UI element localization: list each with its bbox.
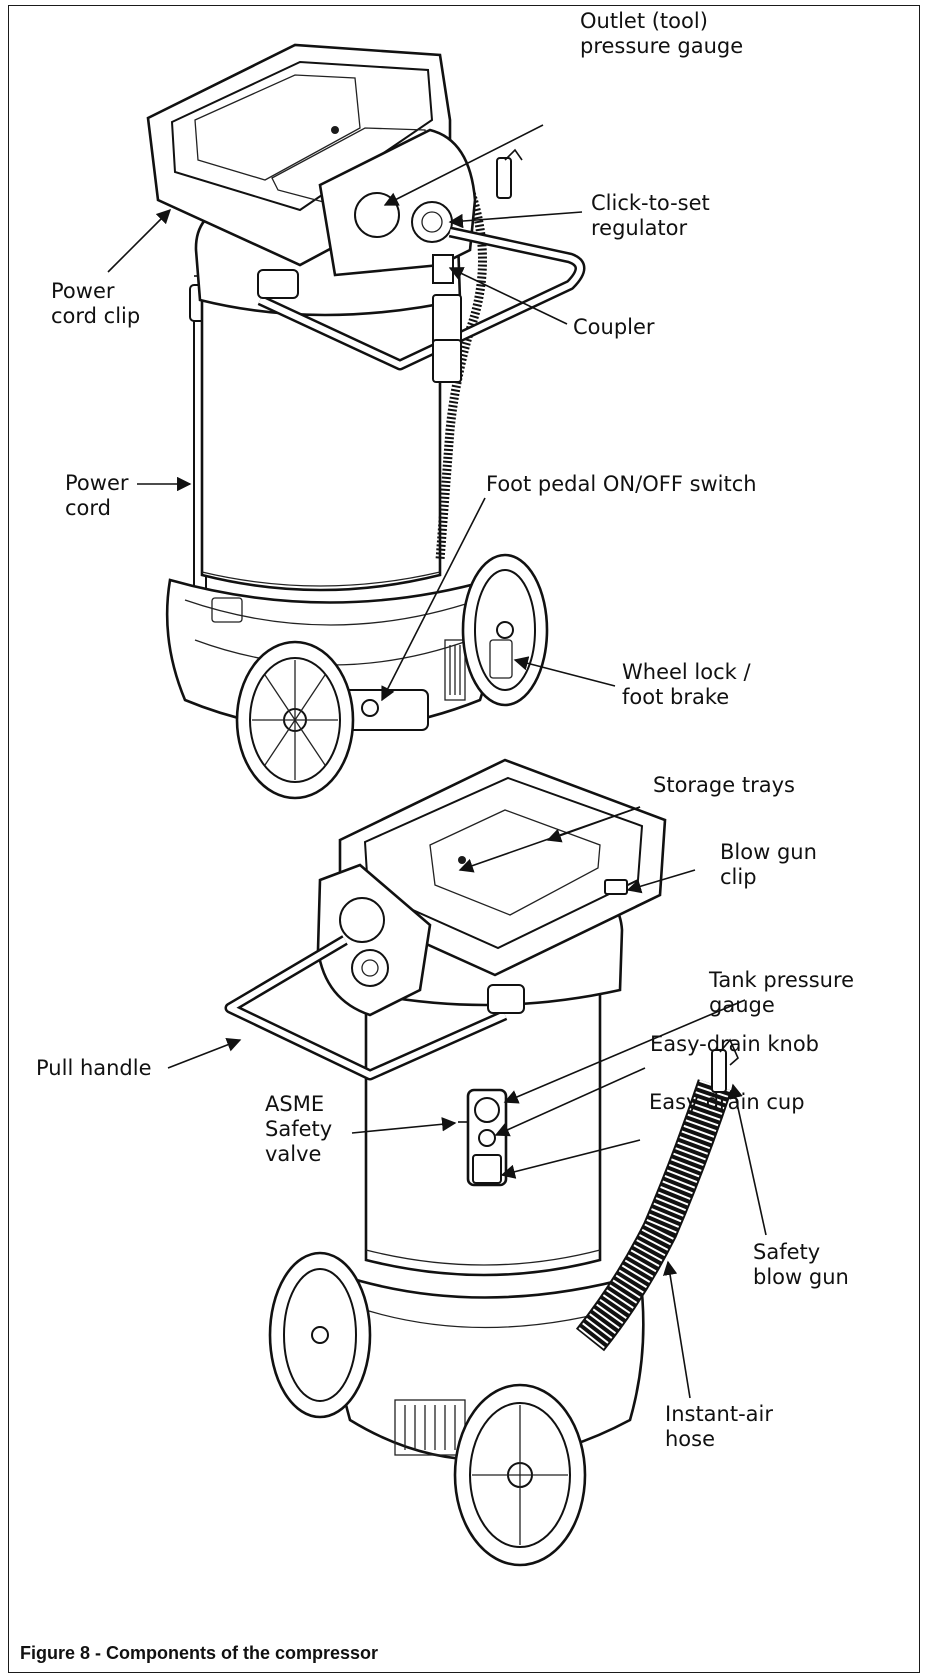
label-coupler: Coupler	[573, 315, 655, 339]
label-outlet-pressure-gauge: Outlet (tool) pressure gauge	[580, 9, 744, 58]
label-power-cord-clip: Power cord clip	[51, 279, 141, 328]
label-blow-gun-clip: Blow gun clip	[720, 840, 817, 889]
pull-handle-drawing	[224, 935, 525, 1081]
label-storage-trays: Storage trays	[653, 773, 795, 797]
figure-caption: Figure 8 - Components of the compressor	[20, 1643, 379, 1663]
handle-front	[257, 226, 586, 371]
label-wheel-lock: Wheel lock / foot brake	[622, 660, 751, 709]
label-power-cord: Power cord	[65, 471, 129, 520]
tank-body-front	[200, 288, 442, 592]
label-easy-drain-knob: Easy-drain knob	[650, 1032, 820, 1056]
rear-wheel	[461, 553, 549, 707]
front-wheel	[235, 640, 355, 800]
label-instant-air-hose: Instant-air hose	[665, 1402, 774, 1451]
instant-air-hose-coil	[575, 1079, 733, 1352]
control-panel-rear	[316, 863, 432, 1017]
label-tank-pressure-gauge: Tank pressure gauge	[709, 968, 855, 1017]
blow-gun-front	[432, 148, 523, 383]
label-safety-blow-gun: Safety blow gun	[753, 1240, 849, 1289]
label-click-to-set-regulator: Click-to-set regulator	[591, 191, 710, 240]
compressor-front-view	[146, 43, 586, 800]
safety-blow-gun-drawing	[711, 1038, 739, 1093]
label-foot-pedal-switch: Foot pedal ON/OFF switch	[486, 472, 757, 496]
left-rear-wheel	[268, 1251, 372, 1419]
label-pull-handle: Pull handle	[36, 1056, 152, 1080]
label-asme-safety-valve: ASME Safety valve	[265, 1092, 333, 1166]
label-easy-drain-cup: Easy-drain cup	[649, 1090, 805, 1114]
right-rear-wheel	[453, 1383, 587, 1567]
leader-lines	[107, 124, 767, 1399]
drain-assembly	[458, 1088, 508, 1187]
figure-frame	[8, 5, 920, 1673]
